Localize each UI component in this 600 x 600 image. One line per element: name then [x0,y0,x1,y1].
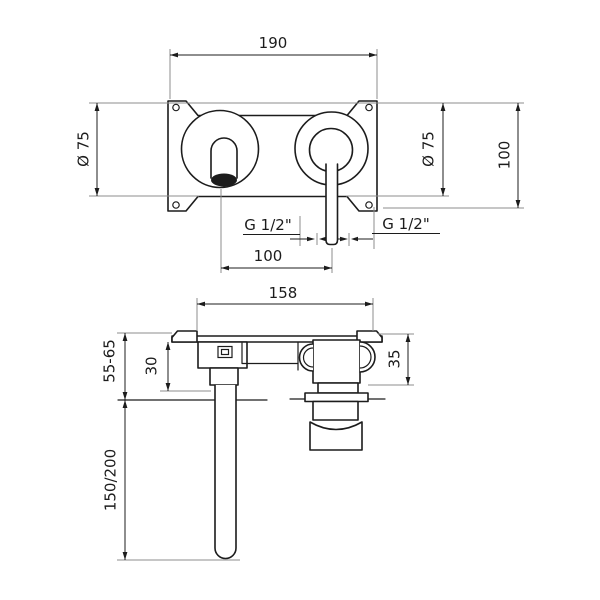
label-left-diameter: Ø 75 [75,131,93,167]
dim-plate-height: 100 [496,103,521,208]
valve-left-bulge [298,343,314,372]
label-left-thread: G 1/2" [244,216,291,234]
dim-right-diameter: Ø 75 [420,103,446,196]
dim-valve-projection: 35 [386,334,411,385]
label-recess-depth: 55-65 [101,339,119,383]
label-spout-body: 30 [143,356,161,375]
plate-cap-left [171,330,198,343]
label-valve-projection: 35 [386,349,404,368]
dim-body-width: 158 [197,284,373,307]
dim-recess-depth: 55-65 [101,333,128,400]
dim-overall-width: 190 [170,34,377,58]
valve-sleeve [312,400,359,421]
label-right-diameter: Ø 75 [420,131,438,167]
screw-holes [172,103,373,209]
dim-spout-drop: 150/200 [102,400,128,560]
front-extension-lines [89,49,524,273]
valve-right-dome [359,341,376,373]
label-body-width: 158 [269,284,298,302]
dim-centre-distance: 100 [221,247,332,271]
spout-neck [209,367,239,386]
valve-flange [304,392,369,403]
lever-knob-side [309,421,363,451]
thread-callouts: G 1/2" G 1/2" [243,215,440,242]
spout-tube [214,384,237,560]
label-centre-distance: 100 [254,247,283,265]
spout-outlet [211,173,237,187]
lever-handle-front [325,163,339,246]
front-view [167,100,378,246]
label-right-thread: G 1/2" [382,215,429,233]
label-spout-drop: 150/200 [102,449,120,511]
dim-left-diameter: Ø 75 [75,103,100,196]
spout-front [210,137,238,179]
set-screw [217,345,233,359]
valve-body [312,339,361,384]
valve-neck [317,382,359,394]
label-overall-width: 190 [259,34,288,52]
side-view [117,330,386,560]
dim-spout-body: 30 [143,342,171,391]
label-plate-height: 100 [496,141,514,170]
